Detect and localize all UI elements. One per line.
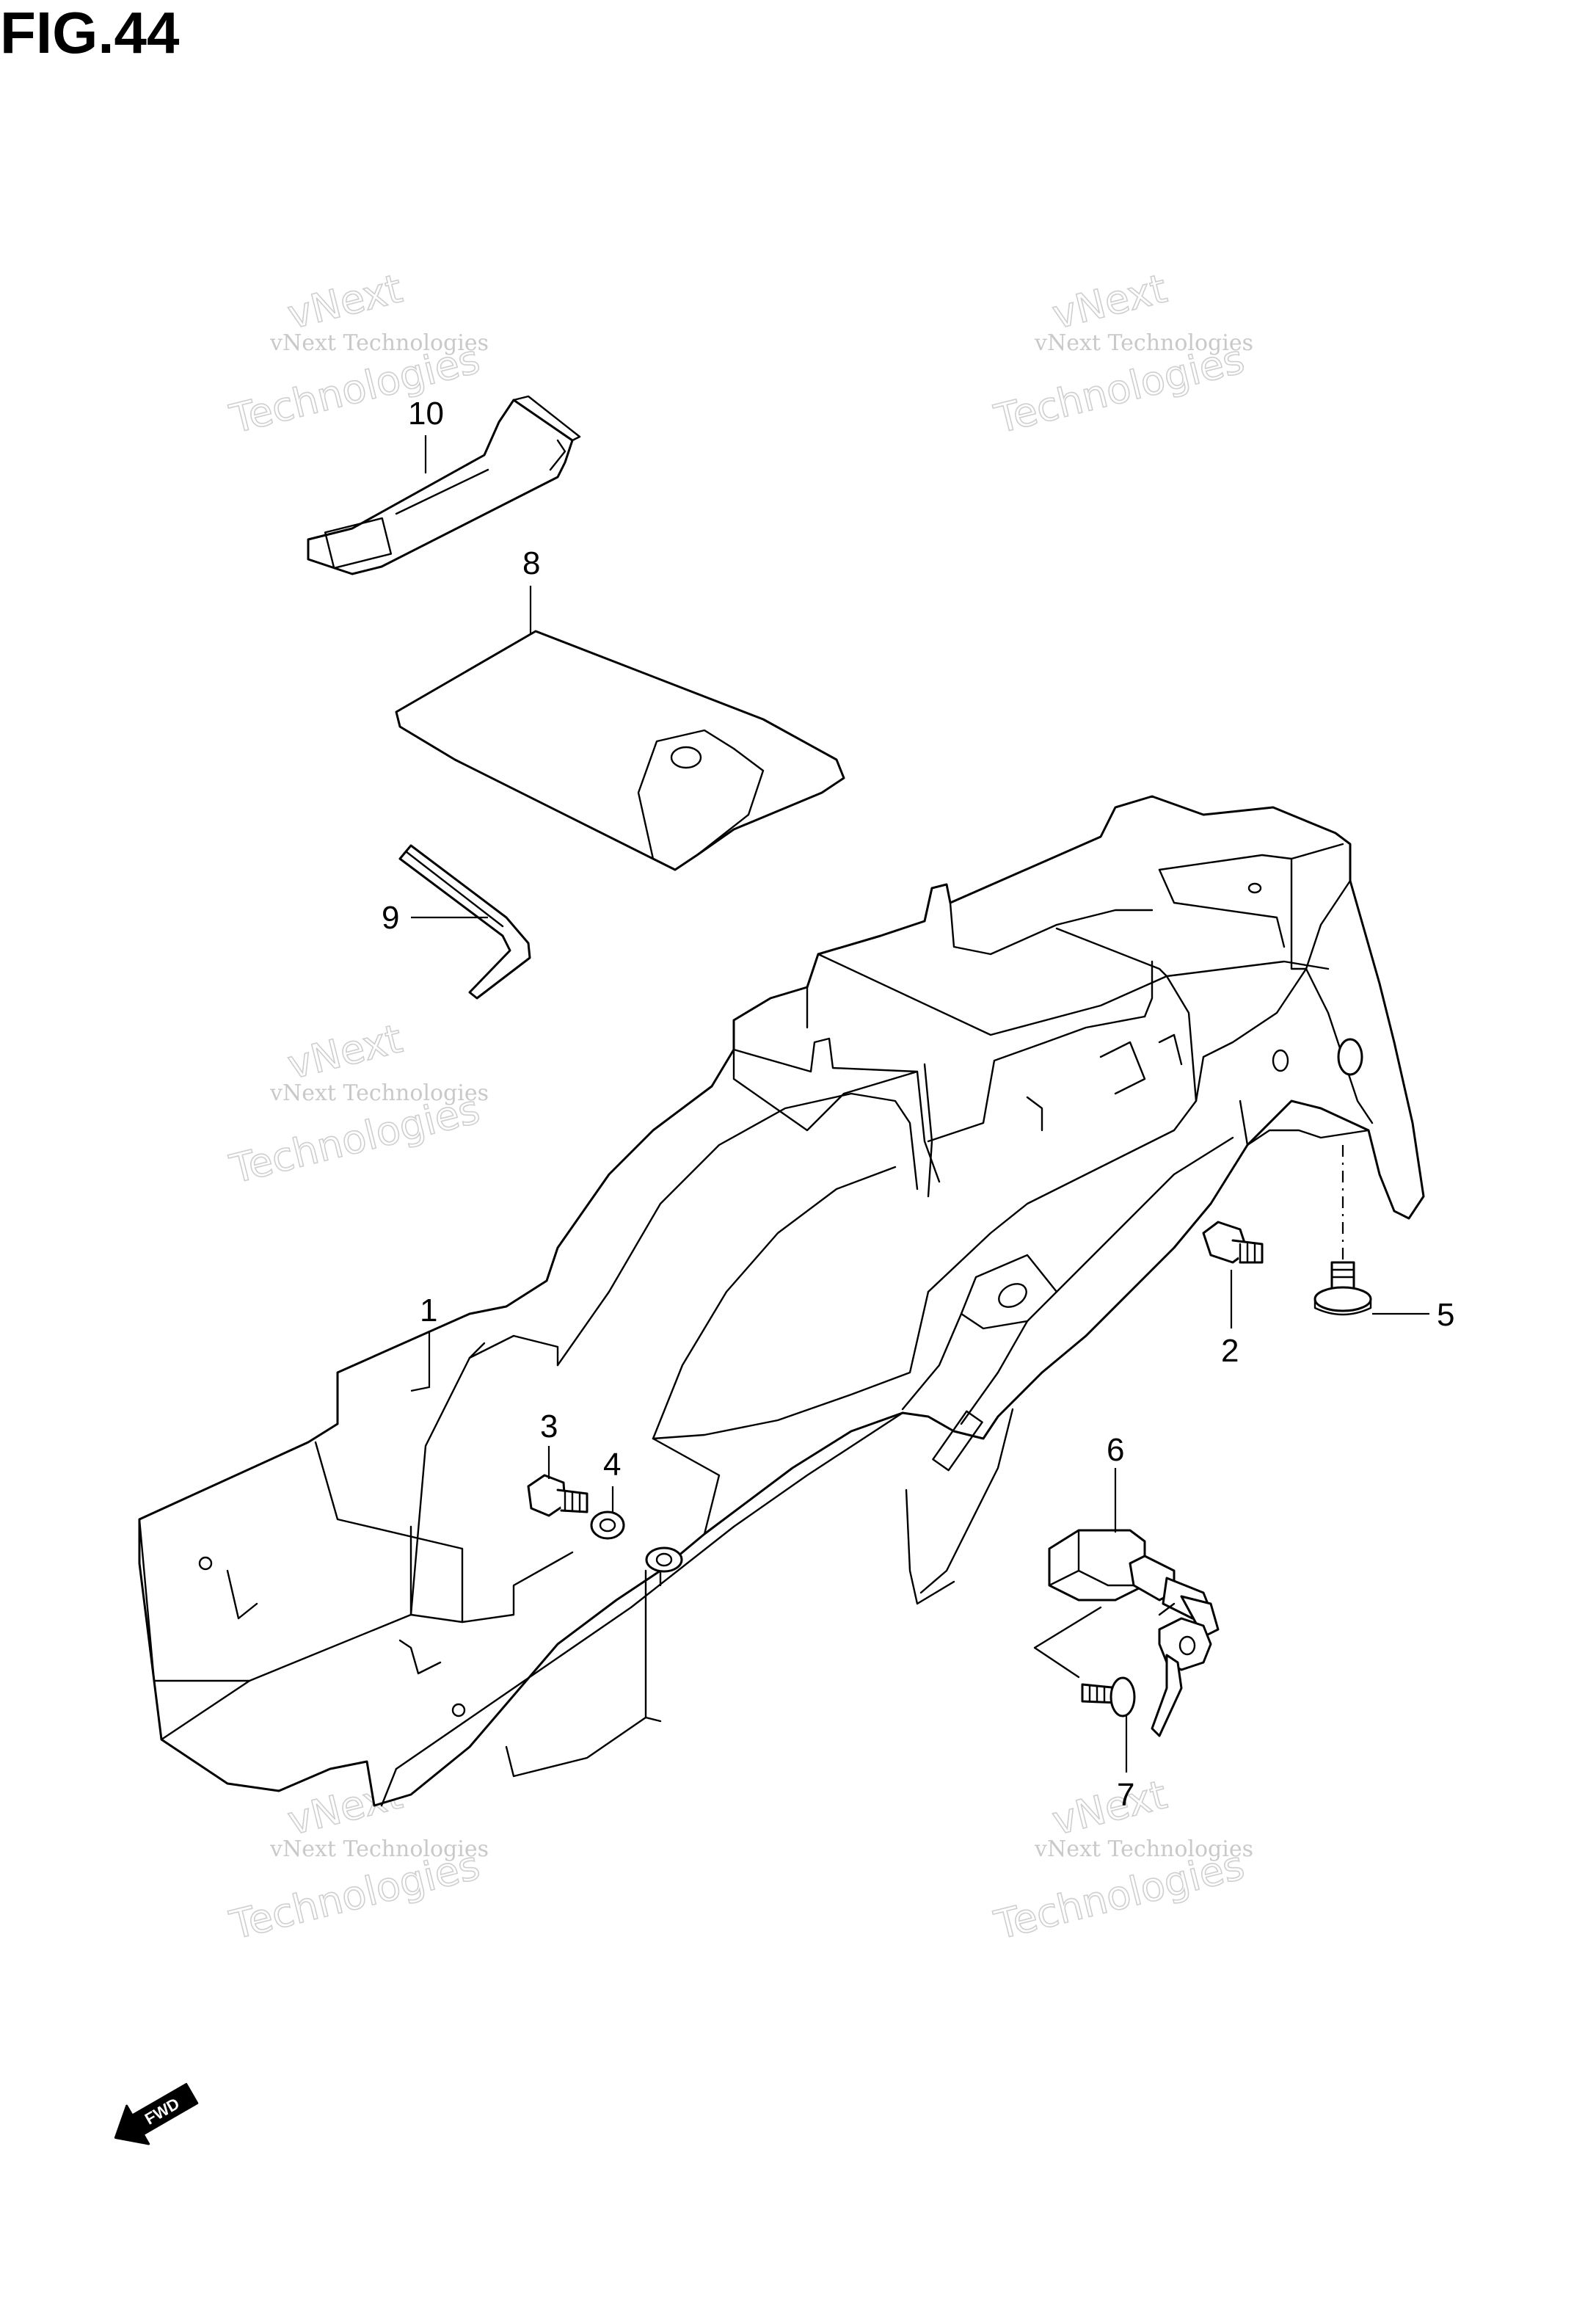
leader-1 xyxy=(410,1332,431,1392)
part-8-sheet xyxy=(395,630,845,871)
watermark-top-right: vNext Technologies vNext Technologies xyxy=(989,265,1253,443)
watermark-caption: vNext Technologies xyxy=(269,1836,489,1862)
watermark-caption: vNext Technologies xyxy=(1034,330,1253,356)
callout-3: 3 xyxy=(540,1408,558,1444)
callout-1: 1 xyxy=(420,1293,437,1328)
part-4-grommet xyxy=(590,1511,625,1540)
part-6-seat-lock xyxy=(1048,1529,1220,1737)
watermark-vnext: vNext xyxy=(1048,1771,1171,1844)
callout-9: 9 xyxy=(382,900,399,936)
part-7-screw xyxy=(1033,1606,1136,1717)
part-5-bolt xyxy=(1313,1145,1372,1316)
part-2-bolt xyxy=(1202,1221,1264,1264)
callout-labels: 10 8 9 1 3 4 2 5 6 7 xyxy=(382,396,1454,1813)
callout-8: 8 xyxy=(522,545,540,581)
callout-10: 10 xyxy=(408,396,444,432)
part-3-bolt xyxy=(527,1474,589,1517)
part-10-strap xyxy=(307,395,581,575)
watermark-bottom-left: vNext Technologies vNext Technologies xyxy=(225,1771,489,1949)
fwd-arrow-icon: FWD xyxy=(114,2083,199,2145)
watermark-caption: vNext Technologies xyxy=(1034,1836,1253,1862)
callout-6: 6 xyxy=(1107,1432,1124,1468)
part-9-wrench xyxy=(398,844,531,1000)
watermark-vnext: vNext xyxy=(1048,265,1171,338)
callout-7: 7 xyxy=(1117,1777,1134,1813)
callout-2: 2 xyxy=(1221,1333,1239,1369)
figure-title: FIG.44 xyxy=(0,0,180,65)
watermark-caption: vNext Technologies xyxy=(269,1080,489,1106)
watermark-mid-left: vNext Technologies vNext Technologies xyxy=(225,1015,489,1193)
watermark-vnext: vNext xyxy=(283,1015,407,1088)
callout-4: 4 xyxy=(603,1447,621,1483)
watermark-top-left: vNext Technologies vNext Technologies xyxy=(225,265,489,443)
watermark-caption: vNext Technologies xyxy=(269,330,489,356)
watermark-vnext: vNext xyxy=(283,265,407,338)
part-1-rear-fender xyxy=(138,795,1425,1807)
callout-5: 5 xyxy=(1437,1297,1454,1333)
leader-lines xyxy=(410,435,1429,1773)
